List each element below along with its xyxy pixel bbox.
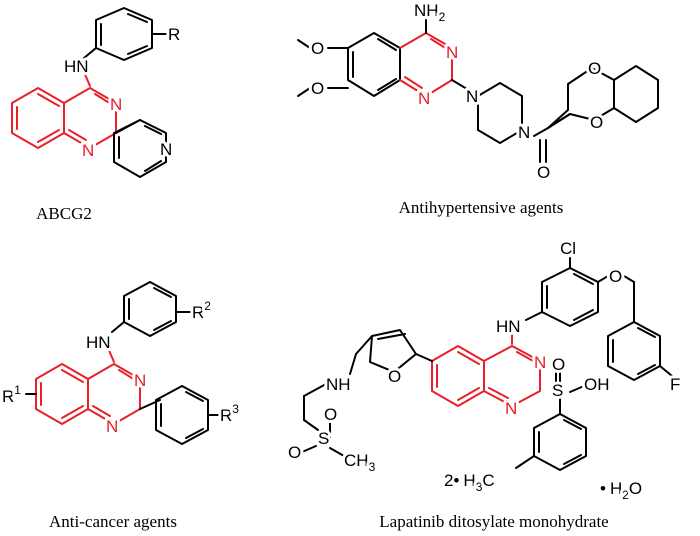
pyrimidine-n3-atom: N	[446, 43, 458, 62]
water-hydrate: •H2O	[600, 479, 642, 502]
furan-o-atom: O	[388, 367, 401, 386]
sulfonic-s-atom: S	[552, 381, 563, 400]
antihypertensive-structure: O O NH2 N N N N O O O Antihypertensive a…	[297, 0, 659, 217]
anticancer-structure: R2 HN N N R1 R3 Anti-cancer agents	[0, 281, 242, 531]
nh2-group: NH2	[414, 1, 446, 24]
abcg2-structure: R HN N N N ABCG2	[11, 7, 183, 223]
caption-lapatinib: Lapatinib ditosylate monohydrate	[379, 512, 608, 531]
piperazine-n4-atom: N	[518, 123, 530, 142]
caption-antihypertensive: Antihypertensive agents	[399, 198, 564, 217]
n3-atom: N	[110, 95, 122, 114]
dioxane-o-bottom: O	[590, 113, 603, 132]
methoxy-o-bottom: O	[311, 79, 324, 98]
n1-atom: N	[82, 141, 94, 160]
sulfone-o-top: O	[324, 405, 337, 424]
fluorine-atom: F	[670, 375, 680, 394]
n1-atom-anticancer: N	[106, 417, 118, 436]
dioxane-o-top: O	[588, 59, 601, 78]
hn-atom-anticancer: HN	[86, 333, 111, 352]
quinazoline-n3-atom: N	[534, 353, 546, 372]
n3-atom-anticancer: N	[134, 371, 146, 390]
sulfonic-o-top: O	[552, 355, 565, 374]
chlorine-atom: Cl	[560, 239, 576, 258]
r3-substituent: R3	[220, 402, 239, 425]
carbonyl-o-atom: O	[537, 163, 550, 182]
caption-abcg2: ABCG2	[36, 204, 92, 223]
caption-anticancer: Anti-cancer agents	[49, 512, 177, 531]
lapatinib-structure: Cl O F HN N N O NH S O O CH3 S O OH 2•H3…	[285, 236, 683, 531]
sulfone-s-atom: S	[318, 429, 329, 448]
methoxy-o-top: O	[311, 39, 324, 58]
sulfone-ch3: CH3	[344, 451, 376, 474]
pyrimidine-n1-atom: N	[418, 89, 430, 108]
quinazoline-n1-atom: N	[505, 399, 517, 418]
ether-o-atom: O	[609, 267, 622, 286]
hn-atom: HN	[64, 57, 89, 76]
r2-substituent: R2	[192, 299, 211, 322]
amine-nh-atom: NH	[326, 375, 351, 394]
sulfone-o-left: O	[288, 443, 301, 462]
anilino-hn-atom: HN	[496, 317, 521, 336]
sulfonic-oh: OH	[584, 375, 610, 394]
piperazine-n1-atom: N	[466, 87, 478, 106]
pyridine-n-atom: N	[160, 140, 172, 159]
r-substituent: R	[168, 25, 180, 44]
r1-substituent: R1	[2, 383, 21, 406]
tosylate-stoichiometry: 2•H3C	[444, 471, 495, 494]
